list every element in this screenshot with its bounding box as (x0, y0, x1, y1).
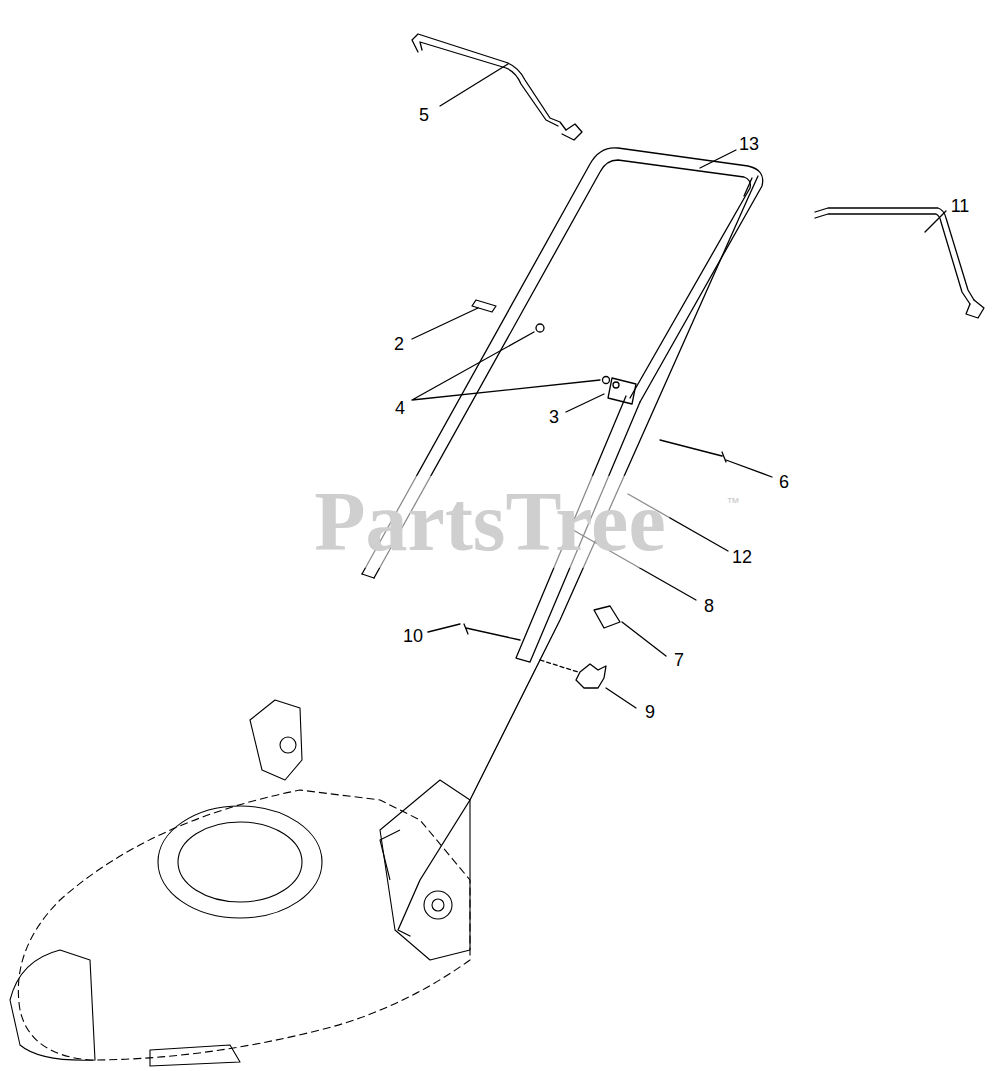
mower-deck (18, 790, 470, 1060)
engine-mount (178, 822, 302, 902)
leader-line (726, 460, 772, 477)
callout-number: 3 (547, 407, 561, 429)
spacer (594, 606, 620, 628)
nut (536, 324, 544, 332)
callout-number: 12 (730, 547, 754, 569)
callout-number: 7 (672, 650, 686, 672)
leader-line (412, 308, 478, 339)
front-bumper (10, 950, 95, 1060)
assembly-line (540, 660, 578, 672)
pivot (280, 737, 296, 753)
callout-number: 13 (737, 134, 761, 156)
knob (576, 664, 606, 688)
bail-wire (420, 42, 558, 126)
trademark-mark: ™ (725, 495, 742, 511)
nut (603, 377, 610, 384)
axle (432, 899, 444, 911)
callout-number: 8 (702, 596, 716, 618)
callout-number: 10 (401, 626, 425, 648)
side-wheel-bracket (380, 780, 470, 960)
callout-number: 11 (949, 196, 972, 218)
leader-line (622, 622, 666, 656)
watermark: PartsTree (310, 476, 669, 568)
callout-number: 9 (643, 702, 657, 724)
washer (613, 382, 619, 388)
leader-line (412, 332, 600, 400)
callout-number: 6 (777, 472, 791, 494)
bolt (660, 440, 726, 462)
axle (424, 891, 452, 919)
leader-line (700, 150, 736, 168)
callout-number: 4 (393, 398, 407, 420)
upper-handle (362, 574, 374, 578)
clip (472, 300, 496, 312)
leader-line (440, 64, 508, 106)
callout-number: 5 (417, 105, 431, 127)
rear-wheel-bracket (250, 700, 302, 780)
engine-mount (158, 806, 322, 918)
leader-line (925, 211, 946, 232)
handle-bracket (608, 378, 636, 404)
bolt (464, 624, 520, 640)
leader-line (566, 394, 604, 412)
leader-line (606, 688, 636, 708)
bail-hook (562, 124, 582, 140)
bail-wire (815, 214, 970, 304)
deck-edge (380, 830, 400, 880)
deck-lip (150, 1045, 240, 1066)
leader-line (428, 624, 460, 632)
bail-hook (966, 300, 984, 318)
callout-number: 2 (392, 334, 406, 356)
control-cable (744, 178, 752, 196)
bail-wire (412, 34, 566, 130)
